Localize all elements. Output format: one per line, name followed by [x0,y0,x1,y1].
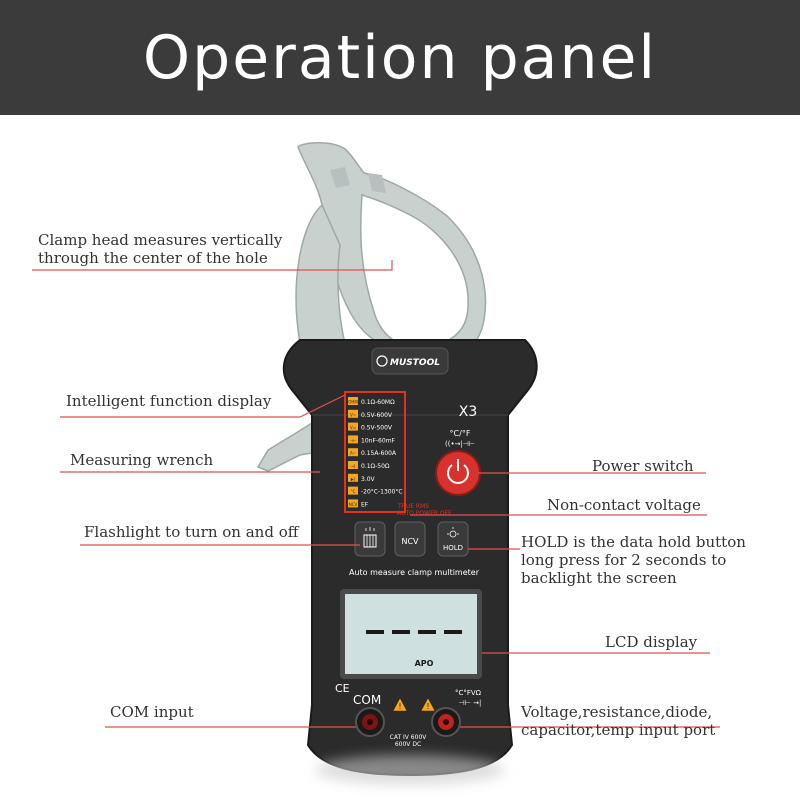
clamp-jaw [256,142,487,472]
function-row-icon [348,397,358,405]
function-row-range: 0.1Ω-60MΩ [361,399,395,406]
true-rms-label: TRUE RMS [397,503,429,510]
backlight-icon [447,527,459,538]
function-row-icon-label: OHM [348,400,358,405]
function-row-icon [348,461,358,469]
cat-rating: CAT IV 600V [390,734,428,741]
title-banner: Operation panel [0,0,800,115]
temp-unit-symbol: °C/°F [450,429,471,438]
page-title: Operation panel [142,22,658,93]
function-row-range: 3.0V [361,476,376,483]
meter-body [282,339,538,777]
com-label: COM [353,693,381,707]
function-row-icon-label: V~ [350,412,356,417]
power-button[interactable] [435,450,481,496]
mode-symbols: ((•→|⊣⊢ [445,440,475,448]
callout-power: Power switch [592,457,694,475]
brand-plate: MUSTOOL [371,347,449,375]
model-label: X3 [459,404,478,420]
power-icon [447,459,469,484]
function-row-icon [348,409,358,418]
flashlight-button[interactable] [354,521,386,557]
floor-shadow [315,755,505,785]
function-row-icon [348,435,358,444]
svg-text:!: ! [398,702,401,711]
cat-dc-rating: 600V DC [395,741,421,748]
function-row-icon [348,486,358,495]
function-row-icon-label: V= [350,425,356,430]
com-jack[interactable] [355,707,385,737]
function-row-icon-label: A~ [350,451,356,456]
function-row-icon-label: NCV [349,502,358,507]
callout-voltage: Voltage,resistance,diode, capacitor,temp… [521,703,716,739]
callout-com: COM input [110,703,194,721]
auto-power-off-label: AUTO POWER OFF [397,510,452,517]
function-row-range: 10nF-60mF [361,437,396,444]
function-row-icon [348,499,358,508]
warning-icon: ! [392,697,408,712]
lcd-apo: APO [415,659,434,668]
ncv-button[interactable]: NCV [394,521,426,557]
ncv-button-label: NCV [401,537,419,546]
function-row-range: 0.5V-600V [361,412,393,419]
terminal-symbols: ⊣⊢ →| [459,699,482,707]
function-row-range: EF [361,501,369,508]
voltage-input-jack[interactable] [431,707,461,737]
terminal-label: °C°FVΩ [455,689,482,697]
callout-clamp-head: Clamp head measures vertically through t… [38,231,283,267]
flashlight-icon [363,527,377,548]
function-row-range: 0.1Ω-50Ω [361,463,390,470]
function-row-range: 0.15A-600A [361,450,397,457]
function-row-icon-label: ▶| [351,476,355,481]
function-row-icon [348,473,358,482]
function-row-range: 0.5V-500V [361,425,393,432]
function-row-icon-label: ⊣⊢ [350,438,357,443]
lcd-dashes [366,630,462,634]
function-row-icon [348,448,358,457]
callout-hold: HOLD is the data hold button long press … [521,533,746,587]
hold-button[interactable]: HOLD [437,521,469,557]
function-row-icon [348,422,358,431]
function-row-range: -20°C-1300°C [361,489,403,496]
meter-subtitle: Auto measure clamp multimeter [349,568,480,577]
warning-icon: ! [420,697,436,712]
svg-text:!: ! [426,702,429,711]
brand-logo: MUSTOOL [390,358,440,368]
callout-ncv: Non-contact voltage [547,496,701,514]
function-row-icon-label: °C [351,489,356,494]
function-row-icon-label: →| [351,464,356,469]
callout-function-display: Intelligent function display [66,392,272,410]
ce-mark: CE [335,682,350,695]
hold-button-label: HOLD [443,544,463,552]
callout-lines [32,260,720,728]
callout-wrench: Measuring wrench [70,451,214,469]
callout-lcd: LCD display [605,633,698,651]
callout-flashlight: Flashlight to turn on and off [84,523,299,541]
lcd-display: APO [340,589,482,679]
